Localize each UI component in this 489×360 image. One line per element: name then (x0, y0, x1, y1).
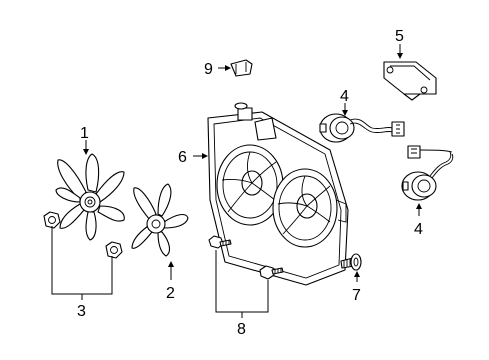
clip (230, 59, 253, 77)
callout-labels: 1 2 3 4 4 5 6 7 8 9 (77, 28, 423, 338)
bolt-lower (259, 265, 284, 280)
callout-1: 1 (80, 125, 89, 142)
callout-6: 6 (178, 149, 187, 166)
nut-right (105, 241, 123, 259)
callout-9: 9 (204, 61, 213, 78)
leader-lines (51, 44, 422, 318)
callout-3: 3 (77, 303, 86, 320)
callout-4-lower: 4 (414, 221, 423, 238)
fan-motor-upper (319, 113, 405, 143)
callout-8: 8 (237, 321, 246, 338)
fan-blade-small (131, 183, 189, 257)
callout-5: 5 (395, 28, 404, 45)
callout-2: 2 (166, 285, 175, 302)
fan-resistor (383, 61, 437, 101)
fan-shroud (207, 102, 349, 286)
callout-7: 7 (352, 287, 361, 304)
callout-4-upper: 4 (340, 88, 349, 105)
nut-left (43, 211, 61, 229)
bracket-3 (51, 226, 113, 295)
bolt-upper (208, 235, 232, 249)
fan-blade-large (55, 153, 125, 241)
fan-motor-lower (401, 145, 454, 201)
bolt-flange (340, 253, 362, 271)
